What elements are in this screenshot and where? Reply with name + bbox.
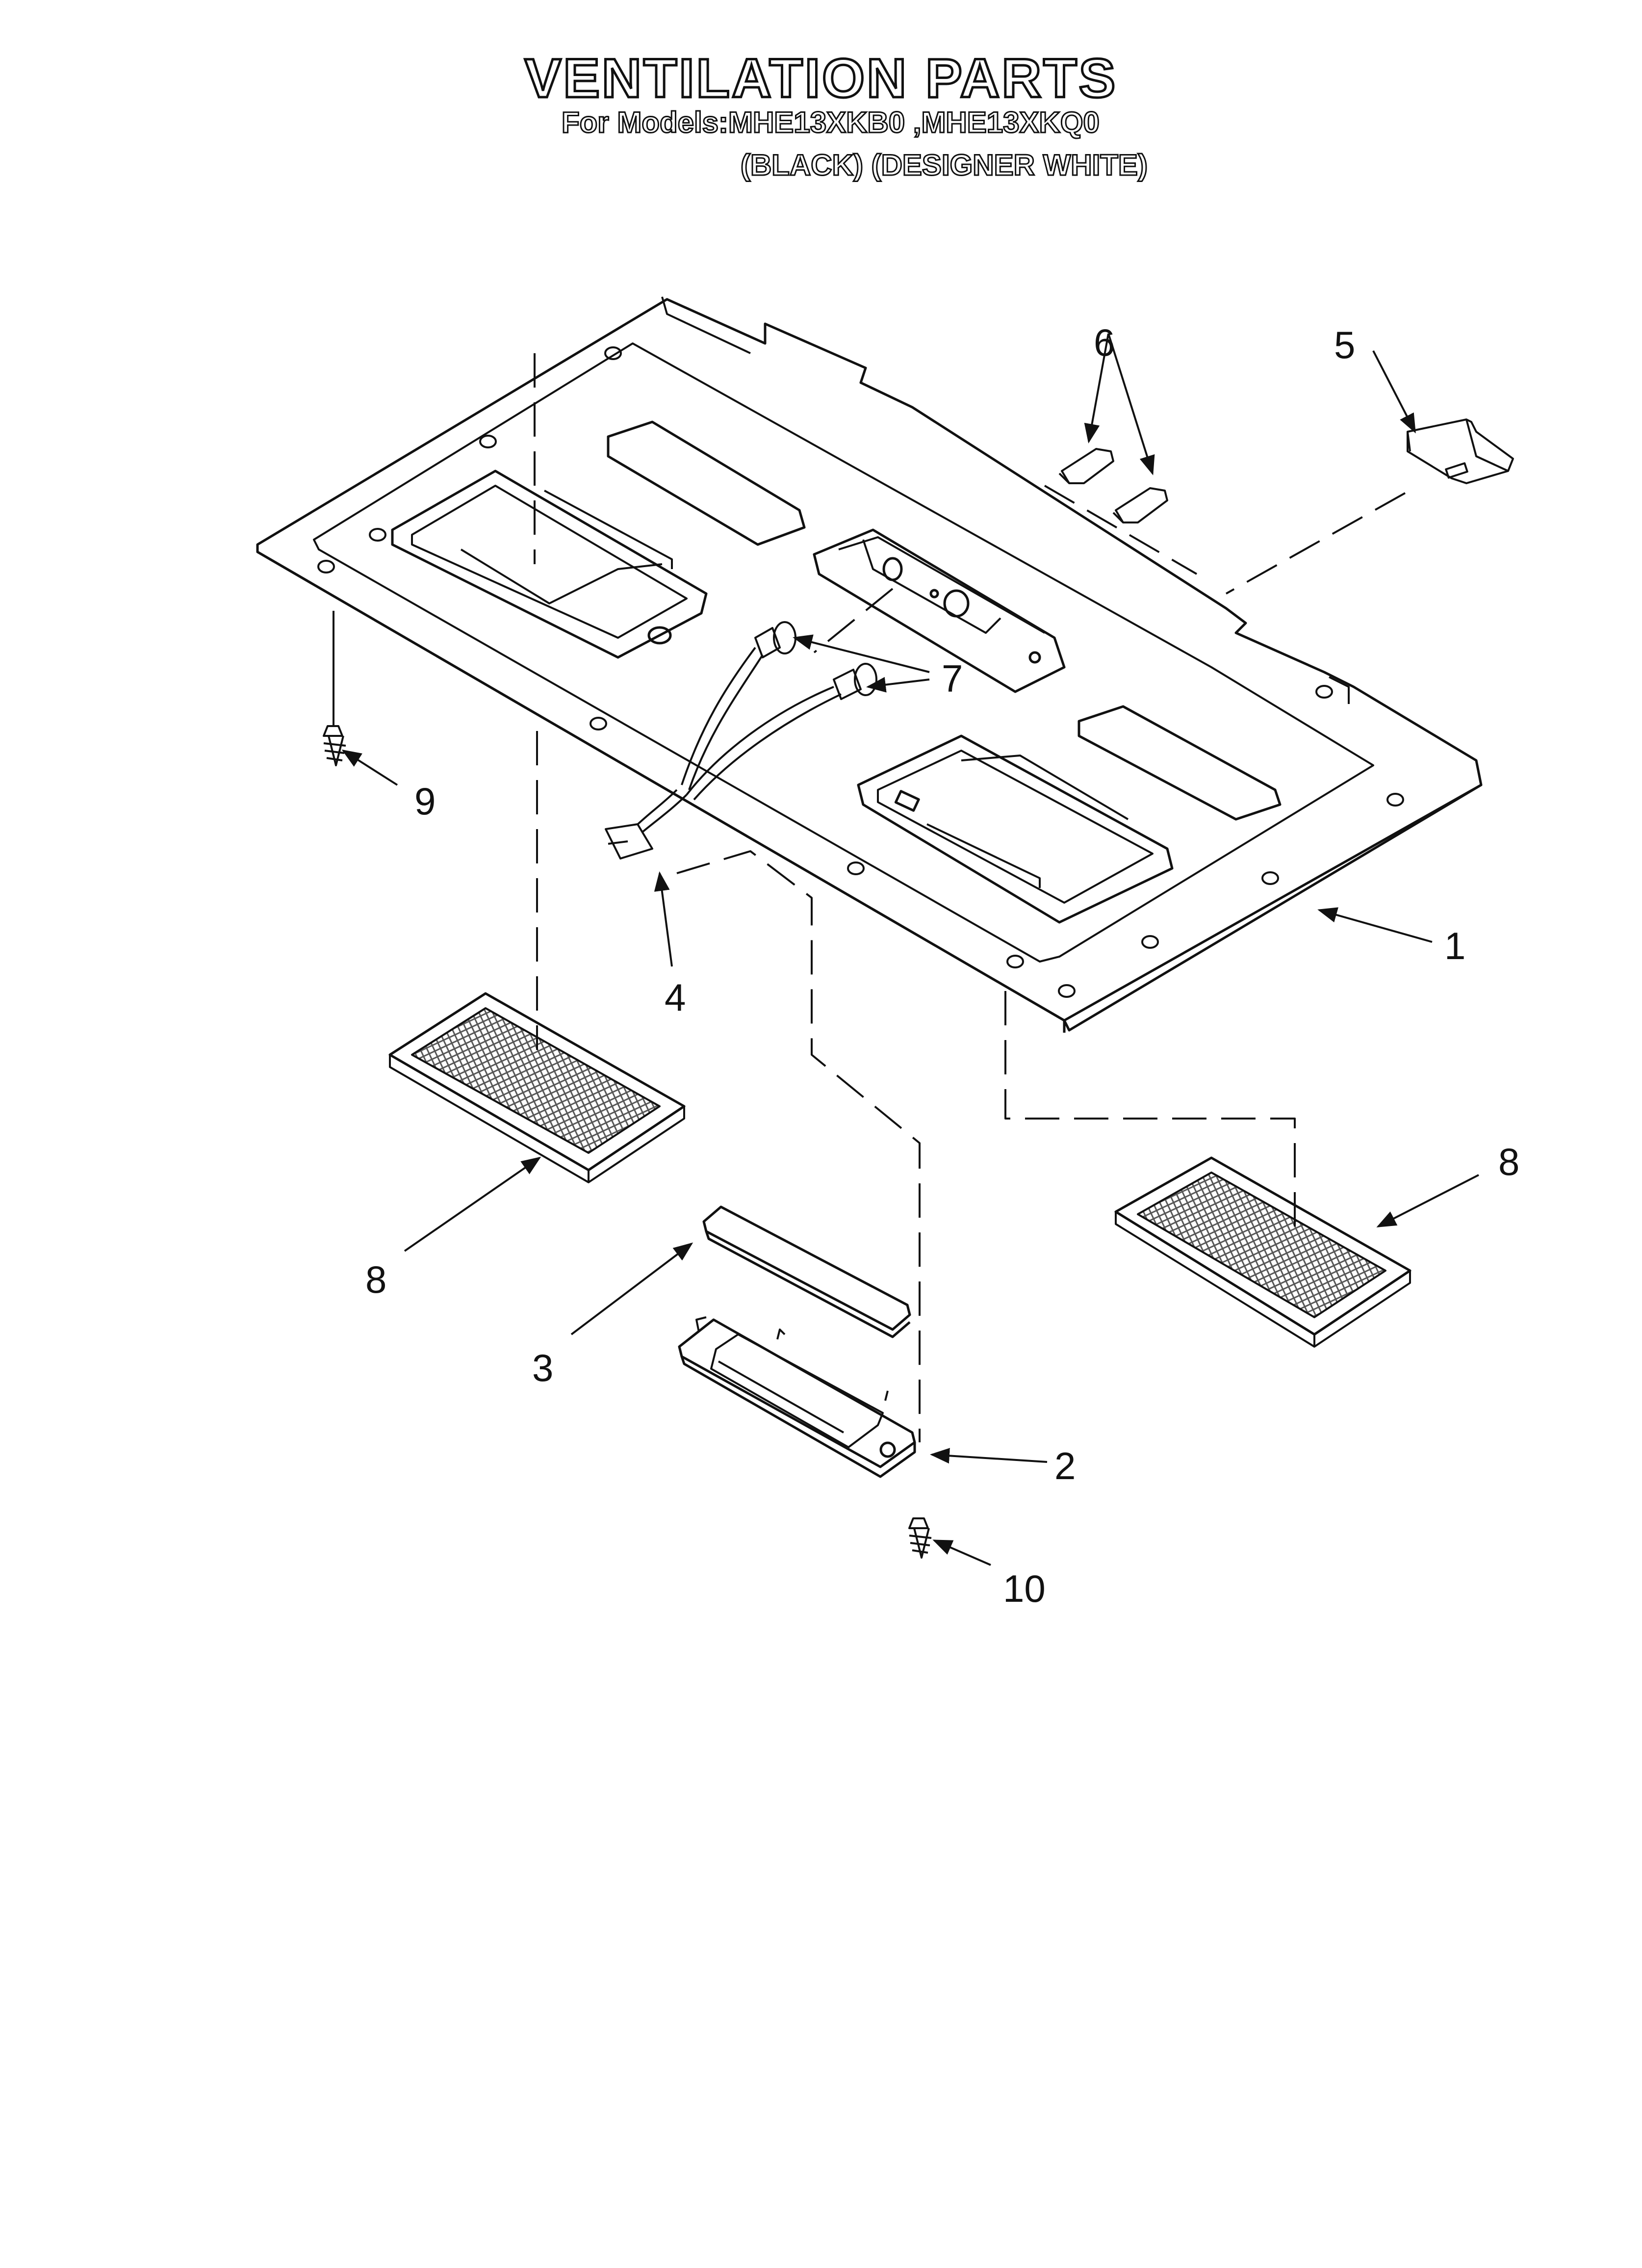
- callout-8-left: 8: [365, 1258, 386, 1301]
- lamp-cover-screw: [908, 1517, 932, 1559]
- lamp-clip: [1407, 418, 1514, 484]
- leader-arrows: [341, 333, 1479, 1566]
- callout-1: 1: [1444, 924, 1465, 967]
- callout-8-right: 8: [1498, 1140, 1519, 1183]
- callout-10: 10: [1003, 1567, 1046, 1610]
- callout-2: 2: [1054, 1444, 1076, 1487]
- callout-5: 5: [1334, 323, 1355, 366]
- diagram-title: VENTILATION PARTS: [523, 47, 1118, 110]
- charcoal-filter-right: [1114, 1156, 1411, 1348]
- mounting-screw: [323, 725, 346, 766]
- lamp-cover-frame: [678, 1316, 916, 1478]
- charcoal-filter-left: [388, 992, 686, 1183]
- ventilation-plate: [256, 296, 1483, 1033]
- callout-9: 9: [414, 780, 436, 823]
- callout-6: 6: [1094, 321, 1115, 364]
- callout-7: 7: [942, 657, 963, 700]
- wire-harness: [605, 647, 842, 860]
- callout-3: 3: [532, 1346, 553, 1389]
- models-line: For Models:MHE13XKB0 ,MHE13XKQ0: [561, 105, 1101, 140]
- variants-line: (BLACK) (DESIGNER WHITE): [740, 148, 1149, 182]
- callout-4: 4: [665, 976, 686, 1019]
- alignment-lines: [333, 353, 1406, 1442]
- lamp-pair: [1058, 448, 1168, 523]
- lamp-lens: [702, 1205, 911, 1338]
